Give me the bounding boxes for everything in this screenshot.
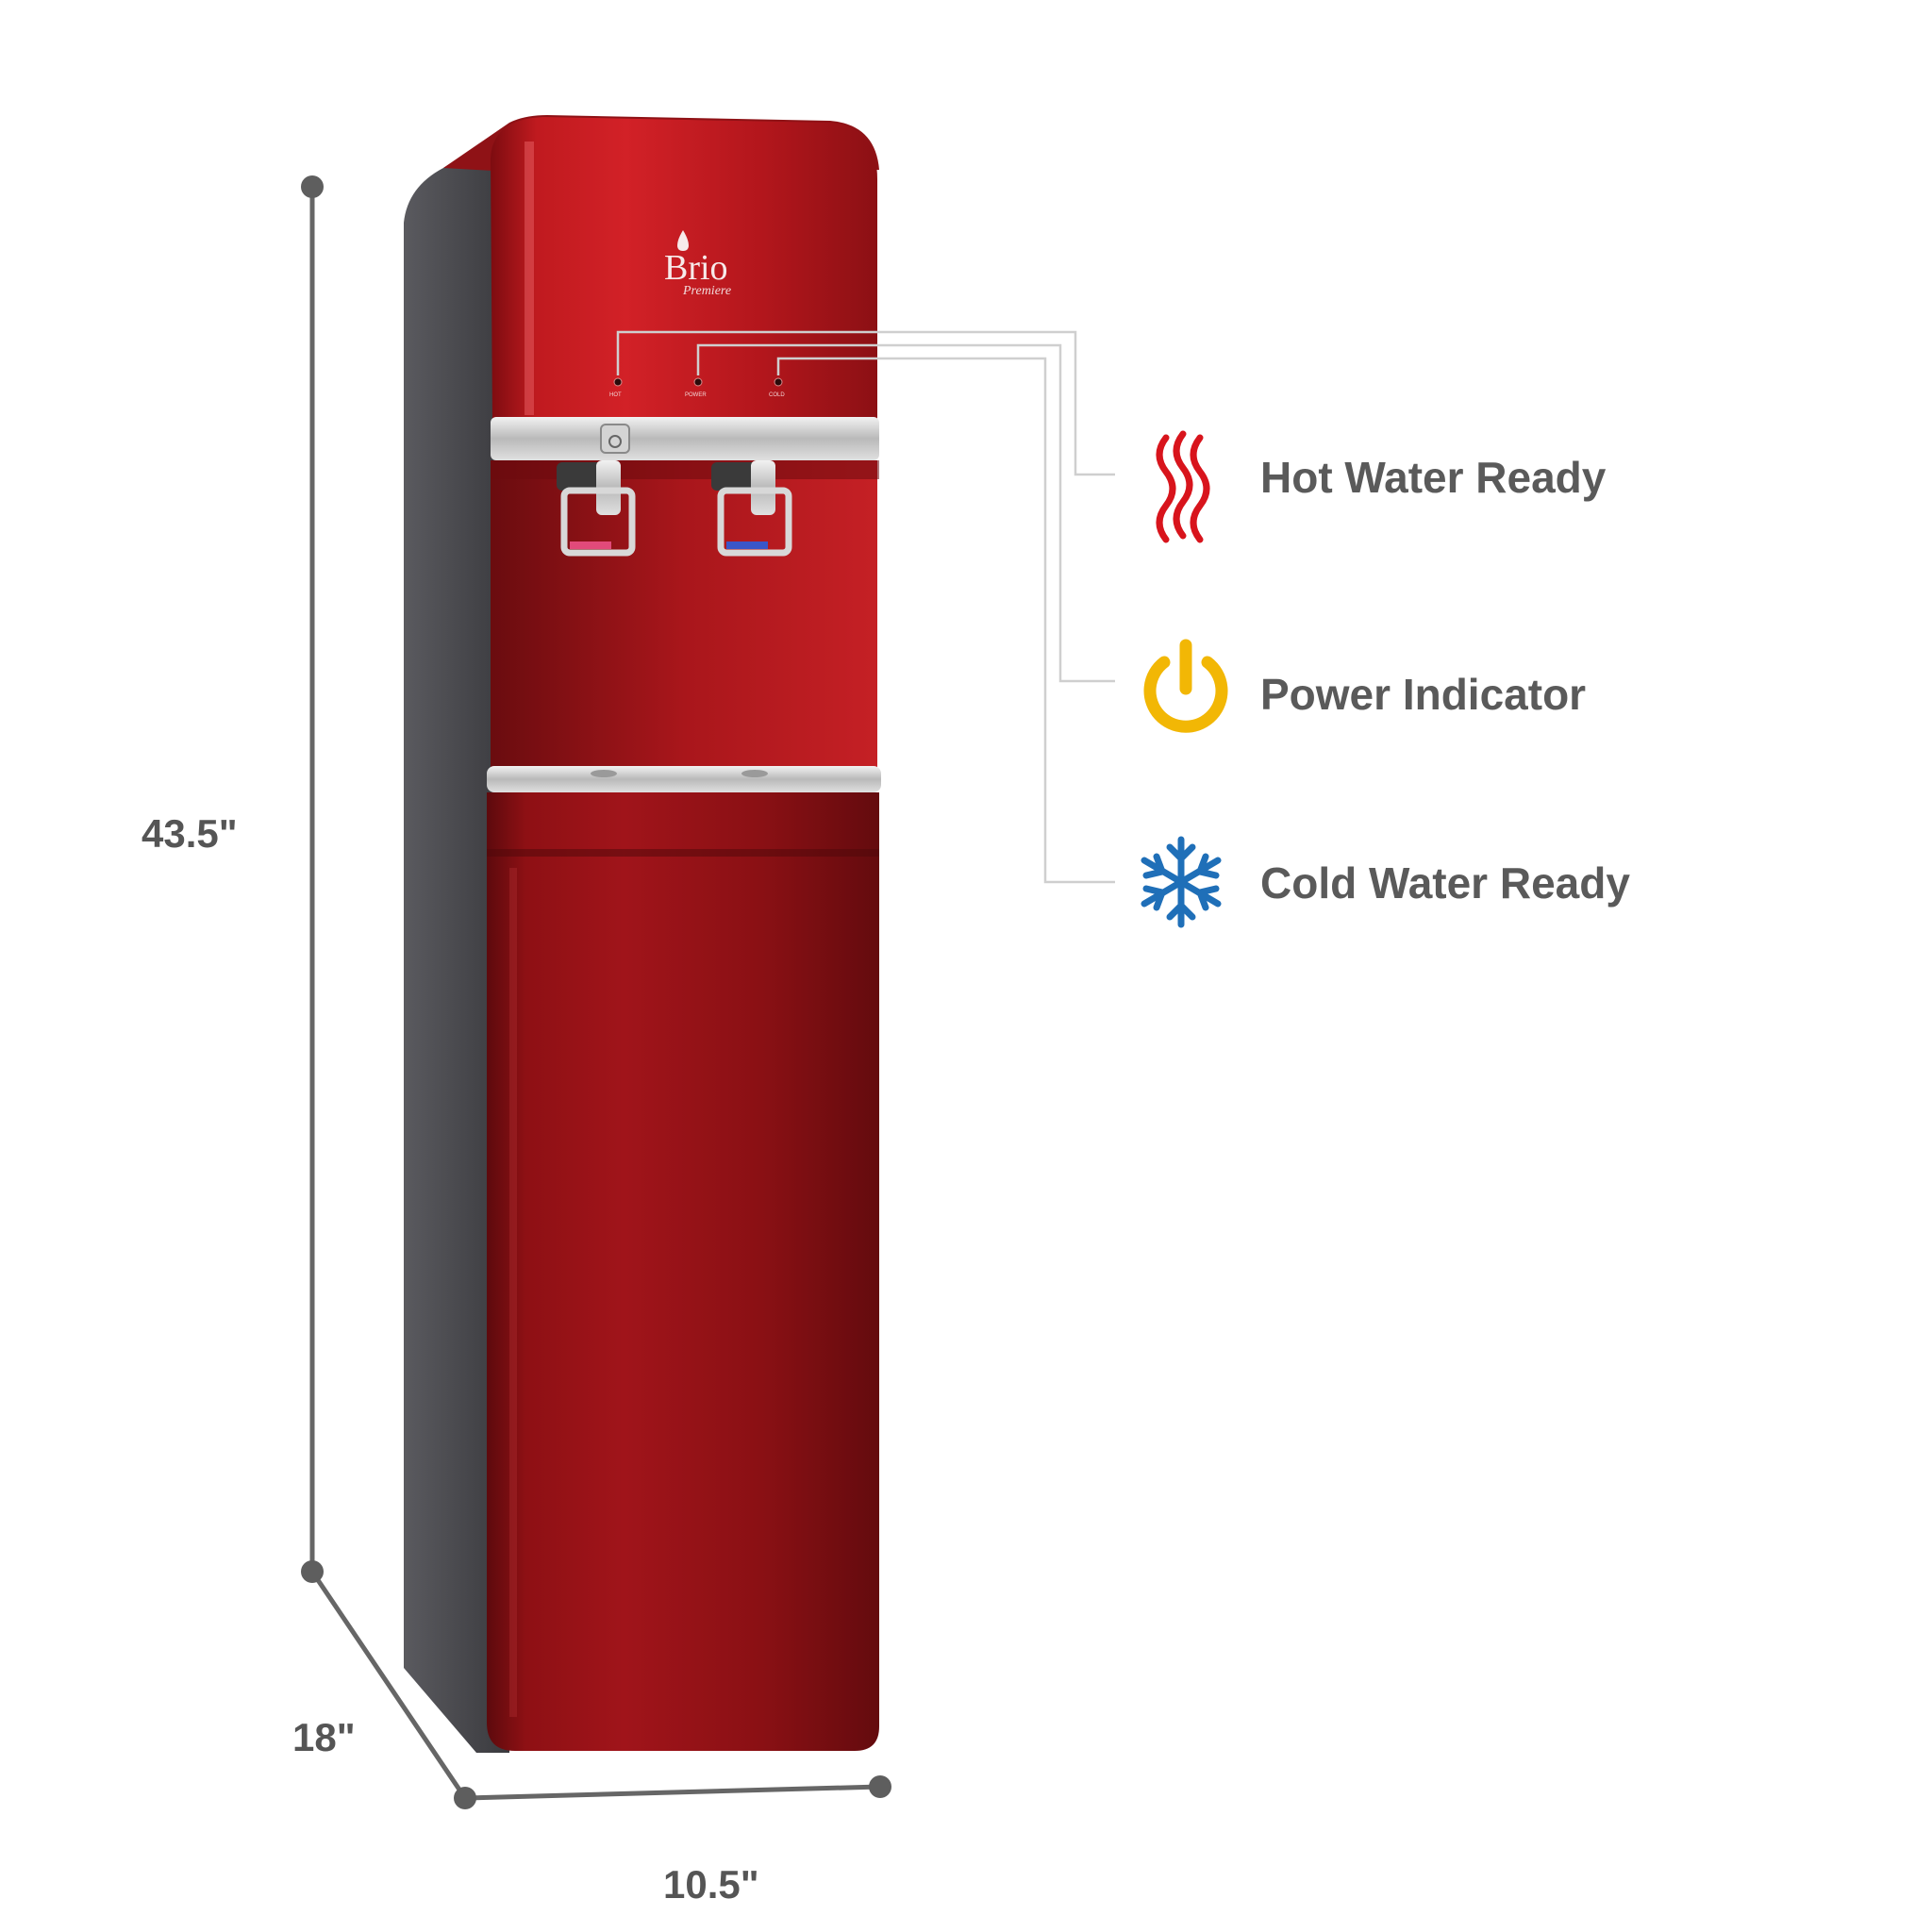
brand-logo: Brio — [664, 248, 728, 288]
power-indicator-label: Power Indicator — [1260, 670, 1586, 719]
drip-tray — [487, 766, 881, 792]
dispenser-chrome-band — [491, 417, 879, 460]
hot-water-tap — [557, 460, 636, 557]
power-indicator-light — [693, 377, 703, 387]
hot-panel-label: HOT — [609, 392, 622, 398]
callout-lines — [616, 330, 1115, 884]
dispenser-side-panel — [404, 125, 509, 1753]
snowflake-icon — [1141, 836, 1222, 928]
hot-indicator-light — [613, 377, 623, 387]
cold-indicator-light — [774, 377, 783, 387]
cold-water-ready-label: Cold Water Ready — [1260, 858, 1630, 908]
dimension-endpoints — [301, 175, 891, 1809]
power-icon — [1143, 639, 1228, 733]
height-dimension-label: 43.5" — [142, 811, 238, 856]
cold-panel-label: COLD — [769, 392, 785, 398]
brand-sub-logo: Premiere — [682, 284, 731, 298]
hot-water-ready-label: Hot Water Ready — [1260, 453, 1607, 502]
dispensing-recess — [491, 460, 877, 768]
cold-water-tap — [711, 460, 792, 557]
dispenser-lower-cabinet — [487, 792, 879, 1751]
indicator-panel: HOT POWER COLD — [609, 377, 785, 398]
water-dispenser: Brio Premiere HOT POWER COLD — [404, 115, 881, 1753]
child-lock-button — [600, 424, 630, 454]
power-panel-label: POWER — [685, 392, 707, 398]
width-dimension-label: 10.5" — [663, 1862, 759, 1907]
water-drop-icon — [677, 230, 689, 251]
dimension-lines — [309, 187, 881, 1801]
depth-dimension-label: 18" — [292, 1715, 356, 1759]
heat-waves-icon — [1156, 430, 1210, 543]
